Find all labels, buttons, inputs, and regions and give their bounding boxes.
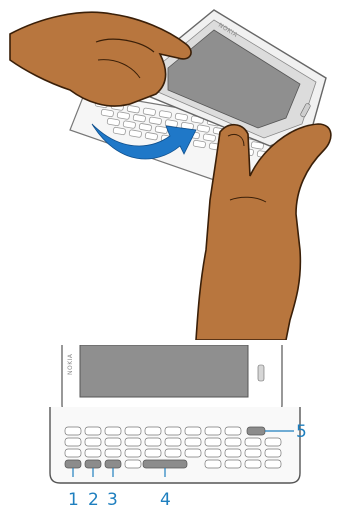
space-key (143, 460, 187, 468)
phone-top: NOKIA (62, 345, 282, 415)
keyboard-key (265, 438, 281, 446)
keyboard-key (185, 427, 201, 435)
keyboard-tray (50, 407, 300, 483)
keyboard-key (85, 449, 101, 457)
keyboard-key (225, 449, 241, 457)
keyboard-key (65, 427, 81, 435)
keyboard-key (105, 427, 121, 435)
keyboard-key (185, 438, 201, 446)
phone-screen (80, 345, 248, 397)
keyboard-key (205, 427, 221, 435)
keyboard-key (265, 449, 281, 457)
keyboard-key (65, 438, 81, 446)
nokia-logo: NOKIA (67, 353, 74, 375)
keyboard-key (125, 460, 141, 468)
keyboard-key (65, 449, 81, 457)
callout-5: 5 (296, 422, 307, 442)
keyboard-key (125, 438, 141, 446)
function-key (65, 460, 81, 468)
keyboard-key (225, 438, 241, 446)
callout-4: 4 (160, 490, 171, 508)
keyboard-key (185, 449, 201, 457)
keyboard-key (105, 449, 121, 457)
keyboard-key (165, 449, 181, 457)
keyboard-key (145, 438, 161, 446)
keyboard-key (265, 460, 281, 468)
callout-3: 3 (107, 490, 118, 508)
callout-2: 2 (88, 490, 99, 508)
keyboard-key (105, 438, 121, 446)
keyboard-key (205, 449, 221, 457)
keyboard-key (85, 427, 101, 435)
keyboard-keys-illustration: NOKIA 1 2 3 4 5 (0, 345, 340, 508)
keyboard-key (125, 449, 141, 457)
keyboard-key (245, 460, 261, 468)
keyboard-key (165, 438, 181, 446)
keyboard-key (205, 438, 221, 446)
callout-1: 1 (68, 490, 79, 508)
keyboard-key (205, 460, 221, 468)
right-hand (196, 124, 331, 340)
keyboard-key (145, 427, 161, 435)
keyboard-key (245, 449, 261, 457)
backspace-key (247, 427, 265, 435)
keyboard-key (145, 449, 161, 457)
keyboard-slide-open-illustration: NOKIA (0, 0, 340, 340)
keyboard-key (85, 438, 101, 446)
keyboard-key (165, 427, 181, 435)
keyboard-key (225, 427, 241, 435)
keyboard-key (245, 438, 261, 446)
keyboard-key (125, 427, 141, 435)
shift-key (85, 460, 101, 468)
keyboard-key (225, 460, 241, 468)
sym-key (105, 460, 121, 468)
